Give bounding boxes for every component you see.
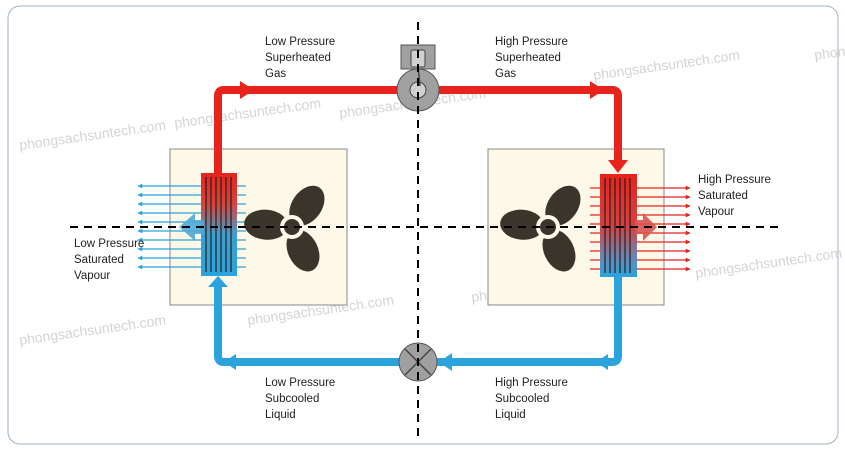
watermark: phongsachsuntech.com	[173, 95, 322, 131]
watermark: phongsachsuntech.com	[694, 245, 843, 281]
flow-arrow	[240, 81, 254, 99]
frame-border	[7, 5, 839, 445]
flow-arrow	[590, 81, 604, 99]
label-hp-saturated-vapour: High Pressure Saturated Vapour	[698, 174, 771, 218]
label-hp-superheated-gas: High Pressure Superheated Gas	[495, 36, 568, 80]
label-lp-saturated-vapour: Low Pressure Saturated Vapour	[74, 238, 145, 282]
flow-arrow	[208, 276, 228, 287]
flow-arrow	[224, 354, 236, 370]
watermark: phongsachsuntech.com	[18, 117, 167, 153]
condenser-coil	[600, 174, 637, 277]
label-lp-subcooled-liquid: Low Pressure Subcooled Liquid	[265, 377, 336, 421]
coil-tubes	[205, 177, 232, 272]
label-lp-superheated-gas: Low Pressure Superheated Gas	[265, 36, 336, 80]
flow-arrow	[596, 354, 608, 370]
liquid-line-low	[214, 285, 400, 366]
watermark: phongsachsuntech.com	[592, 47, 741, 83]
airflow-arrow	[179, 213, 204, 241]
suction-line	[214, 86, 398, 173]
watermark: phongsachsuntech.com	[18, 312, 167, 348]
flow-arrow	[608, 160, 628, 173]
discharge-line	[438, 86, 622, 160]
liquid-line	[436, 277, 622, 366]
flow-arrow	[439, 353, 452, 371]
compressor-icon	[396, 44, 440, 112]
watermark: phongsachsuntech.com	[813, 27, 845, 63]
coil-tubes	[604, 178, 631, 273]
label-hp-subcooled-liquid: High Pressure Subcooled Liquid	[495, 377, 568, 421]
